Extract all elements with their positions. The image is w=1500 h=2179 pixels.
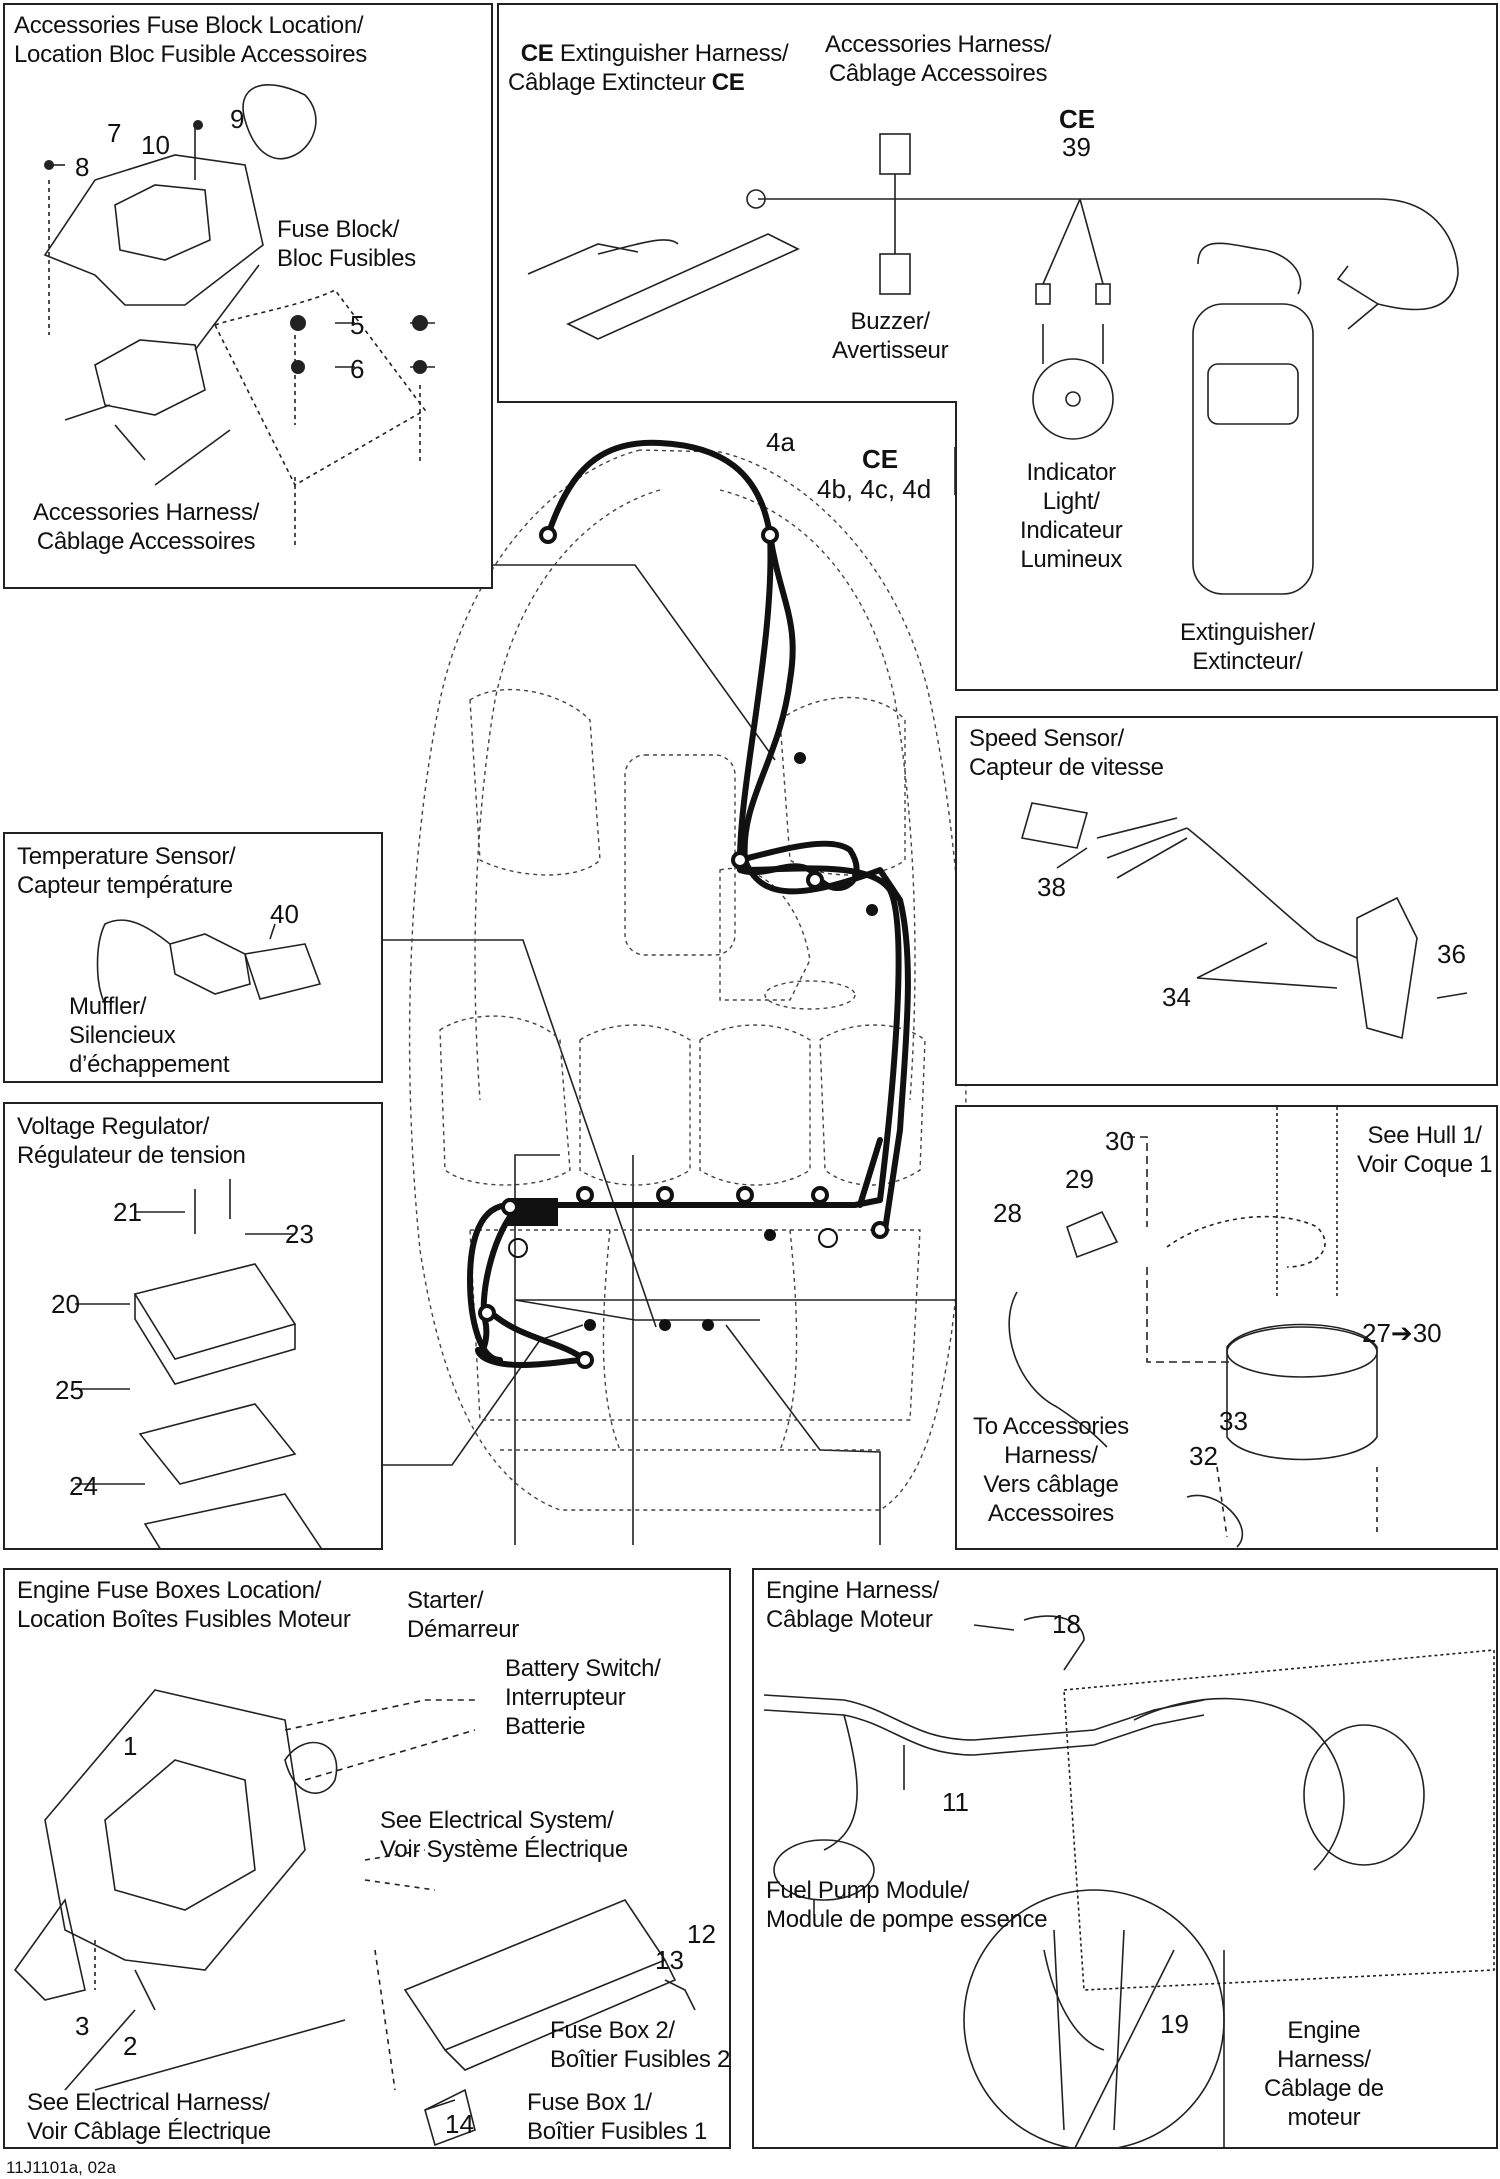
ce-mark: CE — [1059, 104, 1096, 134]
part-number: 34 — [1162, 982, 1191, 1012]
part-numbers: 4b, 4c, 4d — [817, 474, 932, 504]
part-number: 25 — [55, 1375, 84, 1405]
part-number: 33 — [1219, 1406, 1248, 1436]
engine-harness-title: Engine Harness/ Câblage Moteur — [766, 1577, 939, 1633]
accessories-fuse-block-title: Accessories Fuse Block Location/ Locatio… — [14, 12, 367, 68]
part-number: 23 — [285, 1219, 314, 1249]
part-number: 27➔30 — [1362, 1318, 1442, 1348]
ce-extinguisher-title: CE Extinguisher Harness/ Câblage Extinct… — [508, 10, 789, 97]
part-number: 5 — [350, 310, 365, 340]
harness-terminals — [478, 526, 889, 1369]
part-number: 19 — [1160, 2009, 1189, 2039]
engine-harness-label: Engine Harness/ Câblage de moteur — [1264, 2017, 1384, 2131]
part-number: 6 — [350, 354, 365, 384]
part-number: 9 — [230, 104, 245, 134]
engine-harness-art — [763, 1615, 1495, 2147]
part-number: 13 — [655, 1945, 684, 1975]
part-number: 12 — [687, 1919, 716, 1949]
part-number: 8 — [75, 152, 90, 182]
part-number: 38 — [1037, 872, 1066, 902]
see-hull-label: See Hull 1/ Voir Coque 1 — [1357, 1122, 1493, 1178]
see-electrical-system-label: See Electrical System/ Voir Système Élec… — [380, 1807, 628, 1863]
part-number: 18 — [1052, 1609, 1081, 1639]
fuse-box-2-label: Fuse Box 2/ Boîtier Fusibles 2 — [550, 2017, 731, 2073]
starter-label: Starter/ Démarreur — [407, 1587, 519, 1643]
indicator-light-label: Indicator Light/ Indicateur Lumineux — [1020, 459, 1123, 573]
temperature-sensor-art — [96, 919, 322, 1005]
to-accessories-label: To Accessories Harness/ Vers câblage Acc… — [973, 1413, 1129, 1527]
part-number: 21 — [113, 1197, 142, 1227]
main-harness-wire — [467, 439, 911, 1368]
part-number: 32 — [1189, 1441, 1218, 1471]
leader-lines — [380, 447, 956, 1545]
hull-connector-art — [1008, 1107, 1378, 1548]
part-number: 28 — [993, 1198, 1022, 1228]
speed-sensor-art — [1020, 802, 1468, 1040]
part-number: 39 — [1062, 132, 1091, 162]
engine-fuse-boxes-title: Engine Fuse Boxes Location/ Location Boî… — [17, 1577, 351, 1633]
fuel-pump-module-label: Fuel Pump Module/ Module de pompe essenc… — [766, 1877, 1048, 1933]
part-number: 1 — [123, 1731, 138, 1761]
part-number: 7 — [107, 118, 122, 148]
see-electrical-harness-label: See Electrical Harness/ Voir Câblage Éle… — [27, 2089, 271, 2145]
accessories-fuse-block-panel: Accessories Fuse Block Location/ Locatio… — [3, 3, 493, 589]
hull-mount-points — [508, 752, 878, 1331]
part-number: 40 — [270, 899, 299, 929]
ce-mark: CE — [711, 69, 745, 96]
accessories-harness-label: Accessories Harness/ Câblage Accessoires — [825, 31, 1052, 87]
ce-extinguisher-title-text: Extinguisher Harness/ Câblage Extincteur — [508, 40, 789, 96]
ce-panel-divider — [497, 401, 957, 403]
engine-harness-panel: Engine Harness/ Câblage Moteur 18 11 Fue… — [752, 1568, 1498, 2149]
temperature-sensor-panel: Temperature Sensor/ Capteur température … — [3, 832, 383, 1083]
part-number: 10 — [141, 130, 170, 160]
voltage-regulator-title: Voltage Regulator/ Régulateur de tension — [17, 1113, 246, 1169]
part-number: 24 — [69, 1471, 98, 1501]
ce-mark: CE — [520, 40, 554, 67]
figure-reference: 11J1101a, 02a — [6, 2158, 116, 2177]
engine-fuse-boxes-panel: Engine Fuse Boxes Location/ Location Boî… — [3, 1568, 731, 2149]
fuse-box-1-label: Fuse Box 1/ Boîtier Fusibles 1 — [527, 2089, 708, 2145]
part-number: 30 — [1105, 1126, 1134, 1156]
fuse-block-label: Fuse Block/ Bloc Fusibles — [277, 216, 416, 272]
ce-mark: CE — [862, 444, 899, 474]
buzzer-label: Buzzer/ Avertisseur — [832, 308, 949, 364]
part-number: 14 — [445, 2109, 474, 2139]
ce-extinguisher-panel — [497, 3, 1498, 403]
engine-fuse-box-art — [13, 1689, 696, 2147]
ce-extinguisher-panel-lower — [955, 401, 1498, 691]
battery-switch-label: Battery Switch/ Interrupteur Batterie — [505, 1655, 661, 1740]
part-number: 3 — [75, 2011, 90, 2041]
hull-connector-panel: See Hull 1/ Voir Coque 1 30 29 28 27➔30 … — [955, 1105, 1498, 1550]
extinguisher-label: Extinguisher/ Extincteur/ — [1180, 619, 1315, 675]
temperature-sensor-title: Temperature Sensor/ Capteur température — [17, 843, 236, 899]
fuse-block-art — [43, 84, 435, 545]
part-number: 11 — [942, 1787, 969, 1817]
voltage-regulator-art — [75, 1179, 322, 1548]
speed-sensor-title: Speed Sensor/ Capteur de vitesse — [969, 725, 1164, 781]
part-number: 4a — [766, 427, 795, 457]
extinguisher-art — [527, 133, 1459, 595]
voltage-regulator-panel: Voltage Regulator/ Régulateur de tension… — [3, 1102, 383, 1550]
muffler-label: Muffler/ Silencieux d’échappement — [69, 993, 230, 1078]
part-number: 2 — [123, 2031, 138, 2061]
speed-sensor-panel: Speed Sensor/ Capteur de vitesse 38 36 3… — [955, 716, 1498, 1086]
hull-outline — [408, 449, 967, 1511]
part-number: 29 — [1065, 1164, 1094, 1194]
part-number: 36 — [1437, 939, 1466, 969]
accessories-harness-label: Accessories Harness/ Câblage Accessoires — [33, 499, 260, 555]
part-number: 20 — [51, 1289, 80, 1319]
